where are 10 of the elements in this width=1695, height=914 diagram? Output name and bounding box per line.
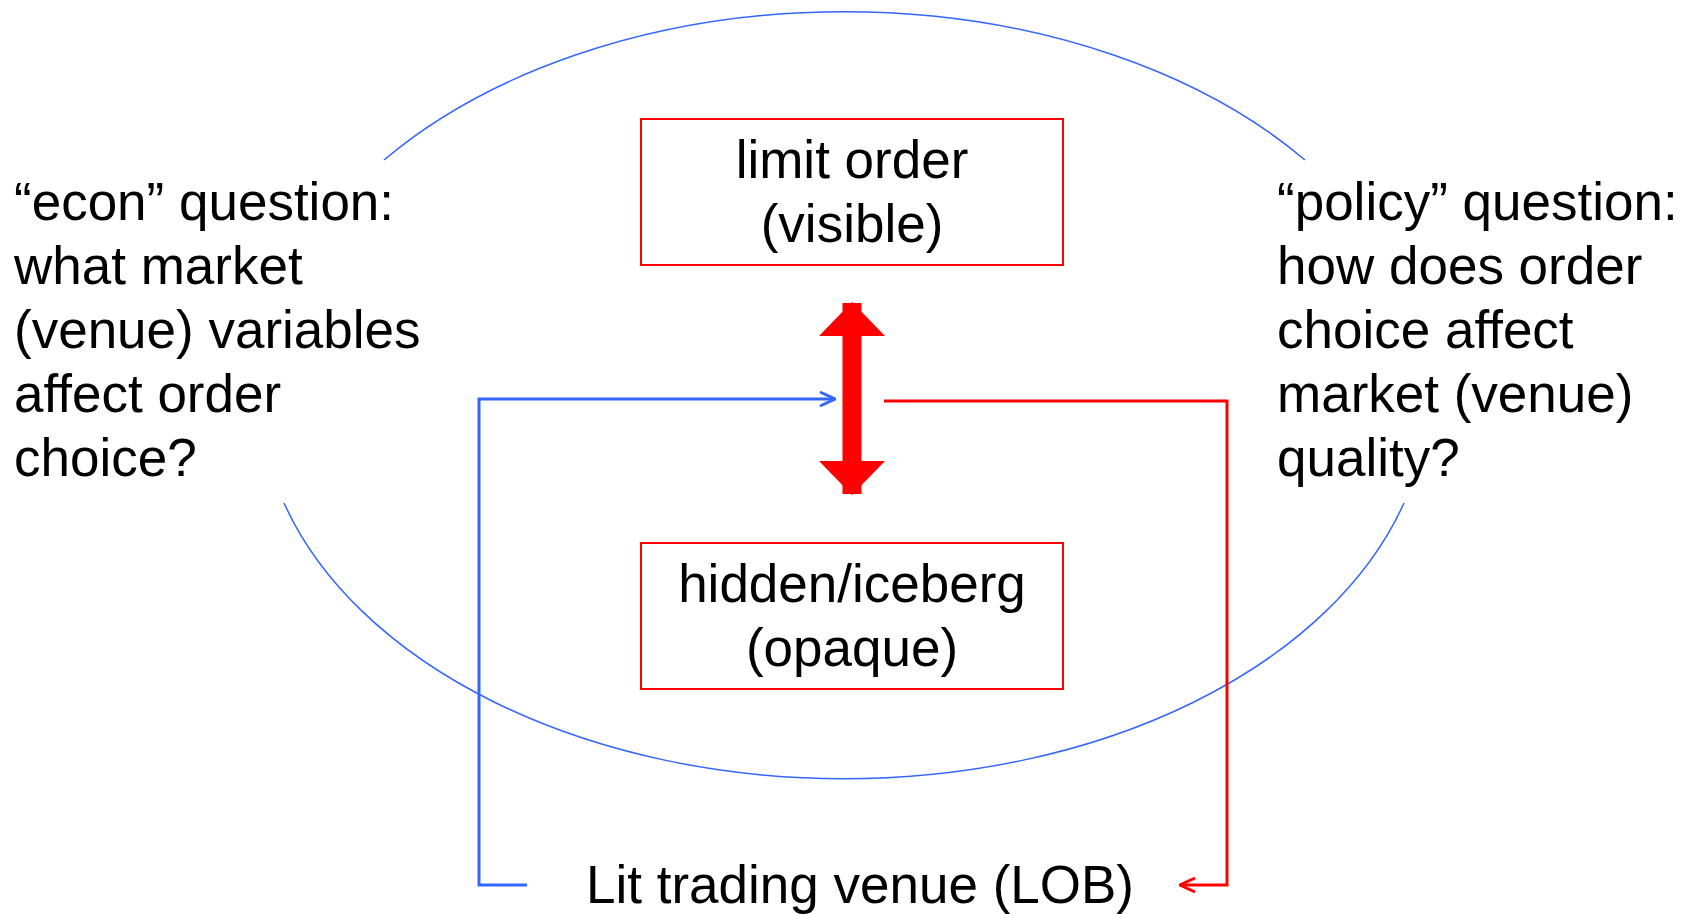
order-type-box	[640, 118, 1064, 266]
venue-label: Lit trading venue (LOB)	[586, 854, 1134, 914]
box-text: limit order (visible)	[734, 129, 970, 255]
box-text: hidden/iceberg (opaque)	[677, 553, 1027, 679]
order-type-box	[640, 542, 1064, 690]
arrow	[884, 399, 1229, 894]
arrow	[477, 390, 837, 887]
question-text: “econ” question: what market (venue) variables affect order choice?	[14, 171, 422, 489]
question-text: “policy” question: how does order choice affect market (venue) quality?	[1277, 171, 1679, 489]
double-arrow	[819, 302, 885, 495]
